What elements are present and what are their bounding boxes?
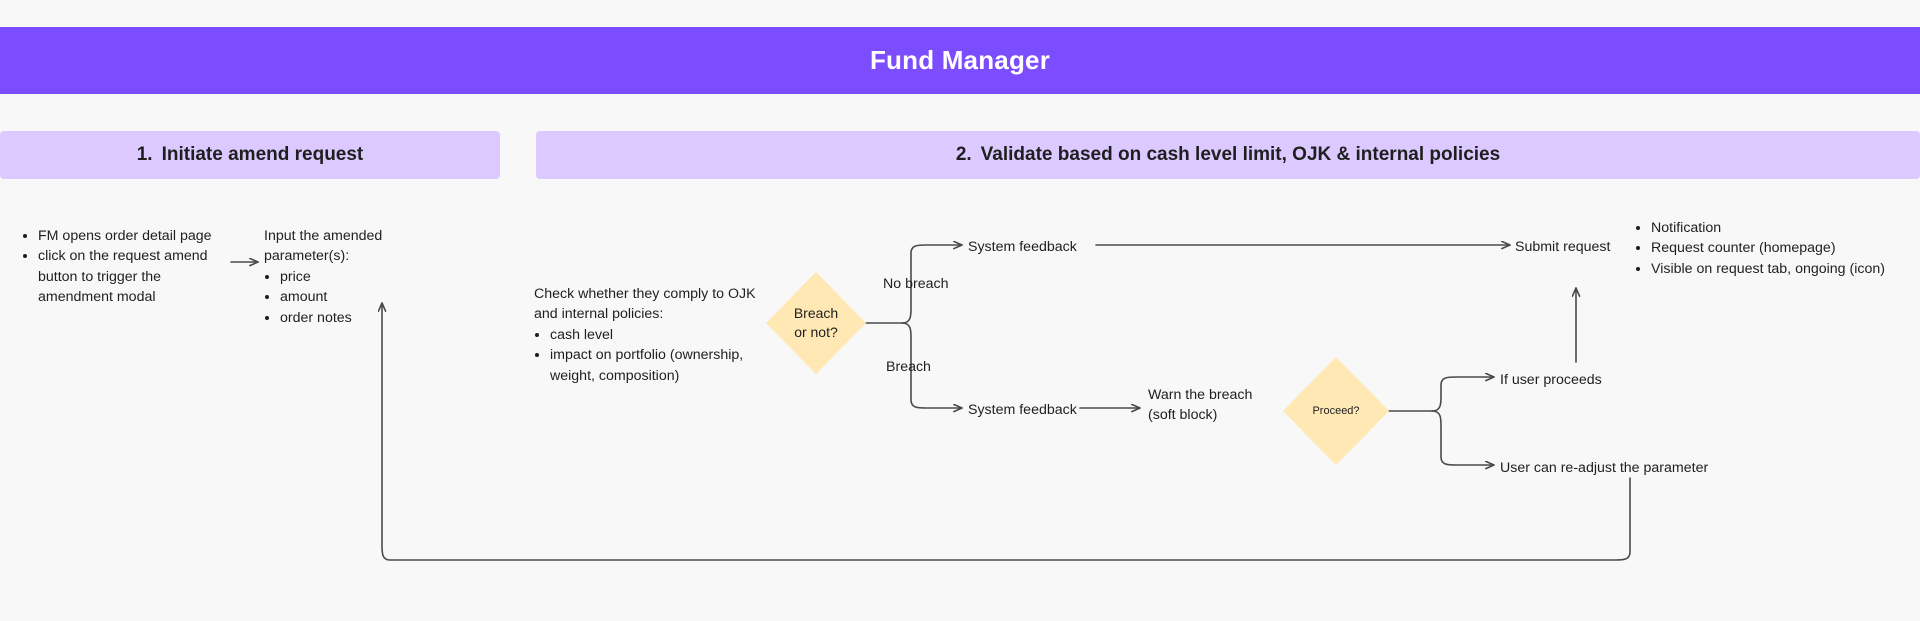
list-item: click on the request amend button to tri… (38, 246, 212, 307)
decision-proceed-label: Proceed? (1312, 404, 1360, 417)
section-2-number: 2. (955, 144, 972, 165)
list-item: Request counter (homepage) (1651, 238, 1905, 258)
block-compliance-check: Check whether they comply to OJK and int… (534, 284, 774, 386)
diamond-shape-icon (1283, 357, 1389, 465)
compliance-check-lead: Check whether they comply to OJK and int… (534, 286, 756, 323)
block-input-parameters: Input the amended parameter(s): price am… (264, 226, 454, 328)
section-header-2: 2. Validate based on cash level limit, OJ… (536, 131, 1920, 179)
input-parameters-list: price amount order notes (264, 267, 454, 328)
section-1-title: 1. Initiate amend request (137, 144, 364, 166)
compliance-check-list: cash level impact on portfolio (ownershi… (534, 325, 774, 386)
section-2-title: 2. Validate based on cash level limit, OJ… (956, 144, 1500, 166)
list-item: impact on portfolio (ownership, weight, … (550, 345, 774, 386)
decision-breach-line2: or not? (794, 324, 838, 340)
section-1-label: Initiate amend request (161, 144, 364, 165)
page-title: Fund Manager (869, 45, 1051, 75)
list-item: price (280, 267, 454, 287)
node-system-feedback-bottom: System feedback (968, 402, 1077, 418)
node-system-feedback-top: System feedback (968, 239, 1077, 255)
list-item: FM opens order detail page (38, 226, 212, 246)
decision-proceed[interactable]: Proceed? (1283, 357, 1389, 465)
edge-label-no-breach: No breach (883, 276, 949, 292)
decision-breach-or-not[interactable]: Breach or not? (766, 272, 866, 374)
block-submit-outcomes: Notification Request counter (homepage) … (1635, 218, 1905, 279)
decision-breach-label: Breach or not? (794, 304, 838, 342)
list-item: cash level (550, 325, 774, 345)
list-item: order notes (280, 308, 454, 328)
block-fm-steps: FM opens order detail page click on the … (22, 226, 212, 308)
list-item: amount (280, 287, 454, 307)
section-2-label: Validate based on cash level limit, OJK … (980, 144, 1501, 165)
section-1-number: 1. (136, 144, 153, 165)
section-header-1: 1. Initiate amend request (0, 131, 500, 179)
edge-label-breach: Breach (886, 359, 931, 375)
list-item: Notification (1651, 218, 1905, 238)
input-parameters-lead: Input the amended parameter(s): (264, 228, 383, 265)
diamond-shape-icon (766, 272, 866, 374)
page-banner: Fund Manager (0, 27, 1920, 94)
node-submit-request: Submit request (1515, 239, 1611, 255)
node-if-user-proceeds: If user proceeds (1500, 372, 1602, 388)
list-item: Visible on request tab, ongoing (icon) (1651, 259, 1905, 279)
decision-breach-line1: Breach (793, 305, 839, 322)
fm-steps-list: FM opens order detail page click on the … (22, 226, 212, 308)
node-warn-the-breach: Warn the breach (soft block) (1148, 387, 1253, 424)
node-user-can-readjust: User can re-adjust the parameter (1500, 460, 1709, 476)
submit-outcomes-list: Notification Request counter (homepage) … (1635, 218, 1905, 279)
